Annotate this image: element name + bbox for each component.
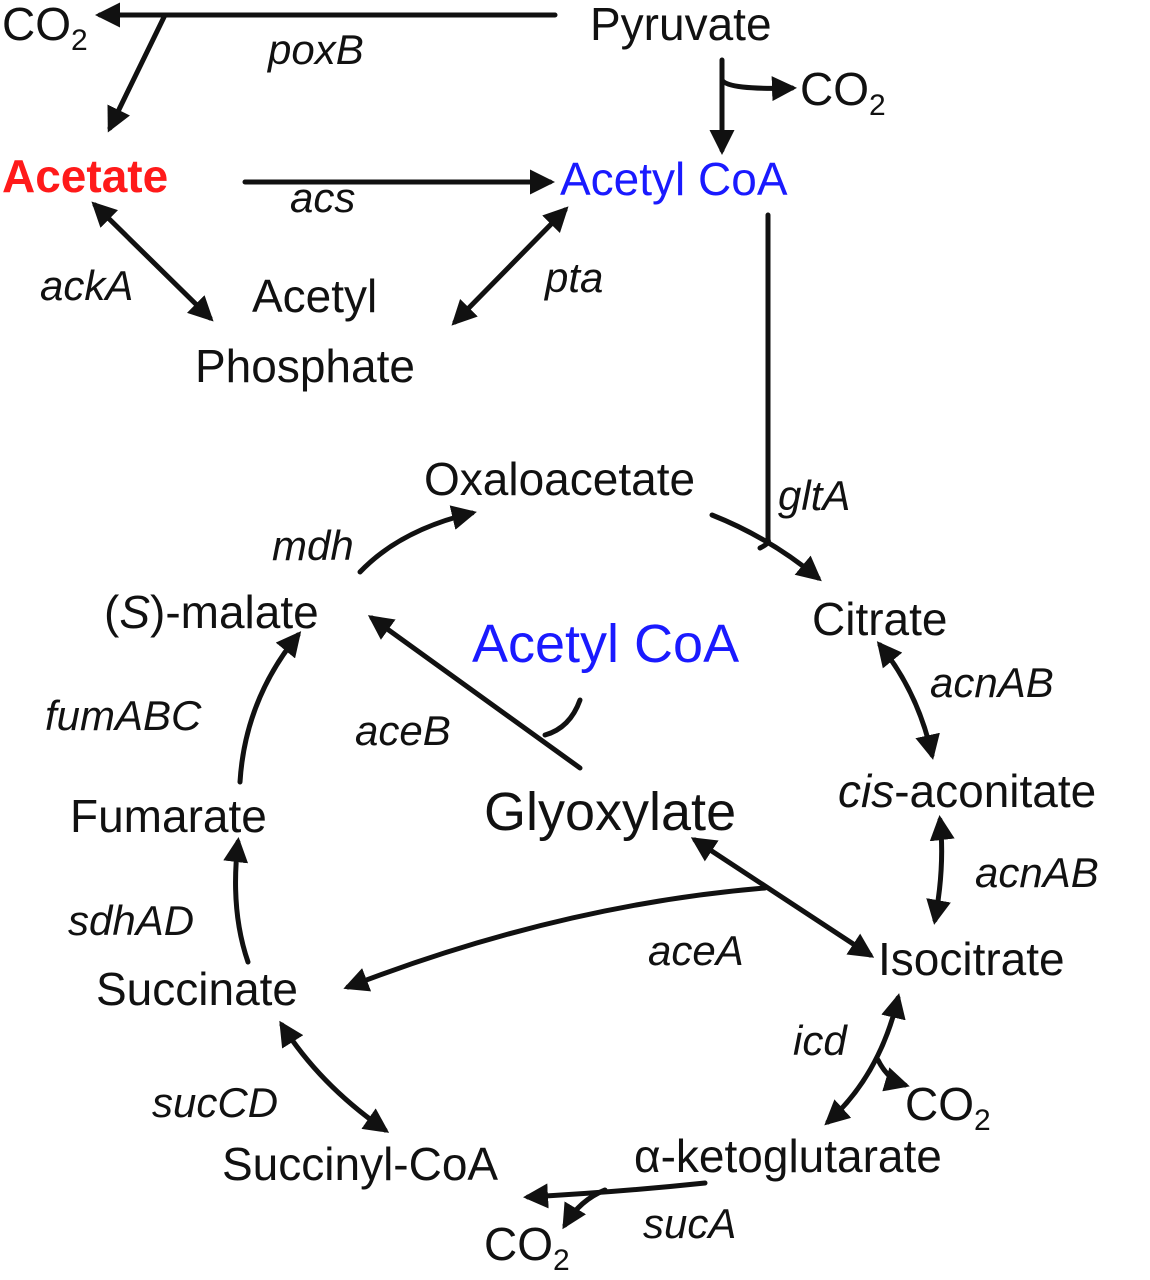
arrow-isocitrate-to-akg-icd xyxy=(824,993,906,1126)
enzyme-pta: pta xyxy=(543,254,603,301)
succinate-label: Succinate xyxy=(96,963,298,1015)
enzyme-fumABC: fumABC xyxy=(45,692,202,739)
acetyl-coa-label-glyoxylate: Acetyl CoA xyxy=(472,614,739,674)
alpha-ketoglutarate-label: α-ketoglutarate xyxy=(634,1130,942,1182)
acetyl-phosphate-label-line2: Phosphate xyxy=(195,340,415,392)
acetyl-phosphate-label-line1: Acetyl xyxy=(252,270,377,322)
acetate-label: Acetate xyxy=(2,150,168,202)
co2-label-suca: CO2 xyxy=(484,1218,570,1277)
enzyme-gltA: gltA xyxy=(778,472,850,519)
arrow-succinyl-coa-succinate-sucCD xyxy=(279,1020,390,1133)
succinyl-coa-label: Succinyl-CoA xyxy=(222,1138,498,1190)
cis-aconitate-label: cis-aconitate xyxy=(838,765,1096,817)
line-acetyl-coa-into-aceB xyxy=(542,697,583,738)
enzyme-sdhAD: sdhAD xyxy=(68,897,194,944)
co2-label-icd: CO2 xyxy=(905,1078,991,1137)
acetyl-coa-label-top: Acetyl CoA xyxy=(560,153,788,205)
enzyme-poxB: poxB xyxy=(266,26,364,73)
arrow-acetate-acetyl-phosphate-ackA xyxy=(91,201,214,322)
co2-label-pyruvate: CO2 xyxy=(800,63,886,122)
arrow-malate-to-oxaloacetate-mdh xyxy=(357,505,477,575)
arrow-poxB-branch-to-acetate xyxy=(107,12,168,133)
oxaloacetate-label: Oxaloacetate xyxy=(424,453,695,505)
arrow-sucA-co2-release xyxy=(562,1187,608,1230)
arrow-icd-co2-release xyxy=(875,1057,910,1092)
arrow-fumarate-to-malate-fumABC xyxy=(237,631,302,785)
arrow-aceA-to-succinate xyxy=(343,885,768,992)
isocitrate-label: Isocitrate xyxy=(878,933,1065,985)
arrow-glyoxylate-to-malate-aceB xyxy=(367,615,583,771)
malate-label: (S)-malate xyxy=(104,586,319,638)
arrow-akg-to-succinyl-coa-sucA xyxy=(523,1180,708,1209)
enzyme-aceB: aceB xyxy=(355,707,451,754)
enzyme-icd: icd xyxy=(793,1017,848,1064)
arrow-acetyl-coa-acetyl-phosphate-pta xyxy=(451,206,569,326)
glyoxylate-label: Glyoxylate xyxy=(484,782,736,842)
enzyme-acnAB-2: acnAB xyxy=(975,849,1099,896)
enzyme-sucCD: sucCD xyxy=(152,1079,278,1126)
enzyme-acnAB-1: acnAB xyxy=(930,659,1054,706)
citrate-label: Citrate xyxy=(812,593,947,645)
arrow-cis-aconitate-isocitrate-acnAB xyxy=(926,815,955,925)
pyruvate-label: Pyruvate xyxy=(590,0,772,50)
enzyme-mdh: mdh xyxy=(272,522,354,569)
enzyme-ackA: ackA xyxy=(40,262,133,309)
enzyme-aceA: aceA xyxy=(648,927,744,974)
arrow-succinate-to-fumarate-sdhAD xyxy=(223,837,251,965)
fumarate-label: Fumarate xyxy=(70,790,267,842)
co2-label-topleft: CO2 xyxy=(2,0,88,57)
arrow-citrate-cis-aconitate-acnAB xyxy=(876,641,940,760)
line-acetyl-coa-to-gltA xyxy=(757,212,771,551)
arrow-oxaloacetate-to-citrate-gltA xyxy=(709,512,822,582)
arrow-pyruvate-co2-release xyxy=(719,76,797,102)
arrow-aceA-to-glyoxylate xyxy=(690,837,875,958)
enzyme-sucA: sucA xyxy=(643,1200,736,1247)
